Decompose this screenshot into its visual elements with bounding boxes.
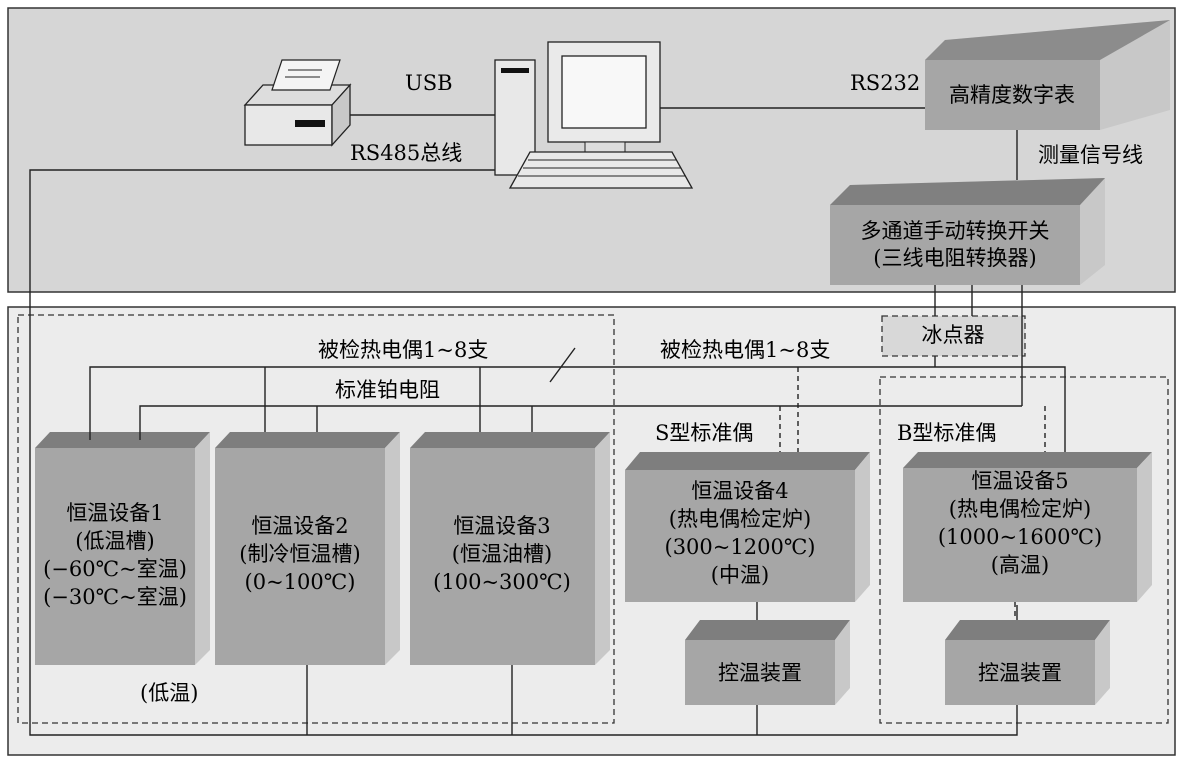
thermocouple-right-label: 被检热电偶1~8支 <box>660 338 830 362</box>
rs485-label: RS485总线 <box>350 141 462 165</box>
ice-point-label: 冰点器 <box>922 323 985 347</box>
switch-label-2: (三线电阻转换器) <box>873 246 1036 270</box>
dmm-box <box>925 20 1170 130</box>
device1-line1: 恒温设备1 <box>66 501 163 525</box>
high-temp-group <box>879 376 1169 724</box>
device4-box <box>625 452 870 602</box>
device2-line1: 恒温设备2 <box>251 514 348 538</box>
signal-line-label: 测量信号线 <box>1038 143 1143 167</box>
device1-line4: (−30℃~室温) <box>43 585 187 609</box>
printer-icon <box>243 59 352 147</box>
switch-box <box>830 178 1105 285</box>
dmm-label: 高精度数字表 <box>949 83 1075 107</box>
device5-line1: 恒温设备5 <box>971 469 1068 493</box>
rs232-label: RS232 <box>850 71 920 95</box>
monitor-icon <box>547 41 661 153</box>
device4-line1: 恒温设备4 <box>691 479 788 503</box>
device3-line2: (恒温油槽) <box>452 542 552 566</box>
device5-box <box>903 452 1152 602</box>
device2-box <box>215 432 400 665</box>
b-type-label: B型标准偶 <box>897 421 996 445</box>
device4-line2: (热电偶检定炉) <box>669 507 811 531</box>
device4-line3: (300~1200℃) <box>665 535 816 559</box>
ice-point-box <box>881 315 1026 357</box>
device5-line4: (高温) <box>991 553 1049 577</box>
thermocouple-left-label: 被检热电偶1~8支 <box>318 338 488 362</box>
device2-line3: (0~100℃) <box>245 570 356 594</box>
device4-line4: (中温) <box>711 563 769 587</box>
low-temp-group <box>17 314 615 724</box>
device3-box <box>410 432 610 665</box>
device1-line2: (低温槽) <box>75 529 154 553</box>
switch-label-1: 多通道手动转换开关 <box>861 219 1050 243</box>
device5-line3: (1000~1600℃) <box>938 525 1102 549</box>
usb-label: USB <box>405 71 453 95</box>
device1-box <box>35 432 210 665</box>
control4-box <box>685 620 850 705</box>
device3-line3: (100~300℃) <box>433 570 571 594</box>
low-temp-label: (低温) <box>140 681 198 705</box>
control5-label: 控温装置 <box>978 661 1062 685</box>
sensor-wires <box>89 285 1066 620</box>
keyboard-icon <box>508 151 694 189</box>
device1-line3: (−60℃~室温) <box>43 557 187 581</box>
control5-box <box>945 620 1110 705</box>
std-prt-label: 标准铂电阻 <box>335 378 440 402</box>
device3-line1: 恒温设备3 <box>453 514 550 538</box>
control4-label: 控温装置 <box>718 661 802 685</box>
s-type-label: S型标准偶 <box>655 421 753 445</box>
device5-line2: (热电偶检定炉) <box>949 497 1091 521</box>
device2-line2: (制冷恒温槽) <box>239 542 360 566</box>
